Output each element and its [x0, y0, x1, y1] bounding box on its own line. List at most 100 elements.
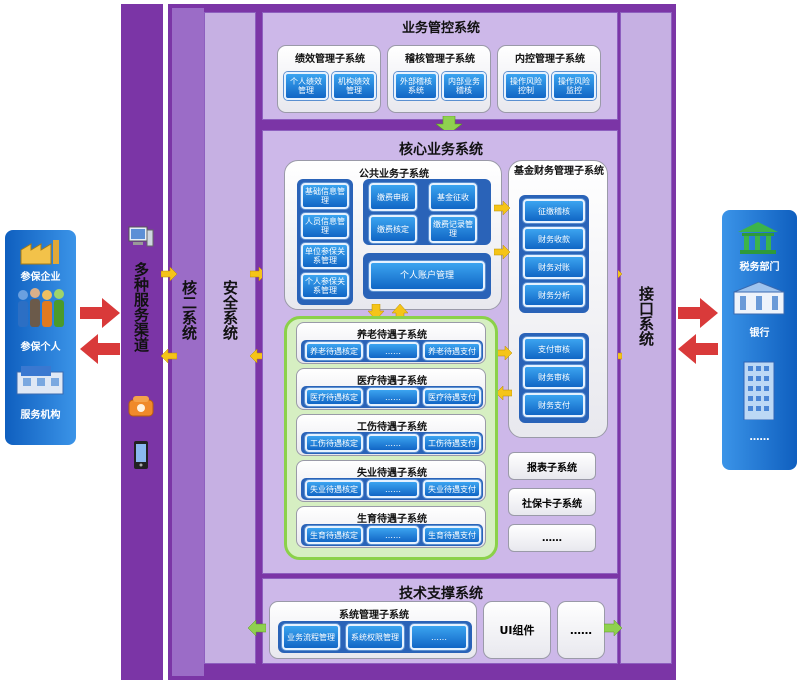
finance-reconcile-button[interactable]: 财务对账 [523, 255, 585, 279]
external-audit-button[interactable]: 外部稽核系统 [394, 72, 438, 100]
core2-label: 核二系统 [180, 280, 198, 340]
pension-pay-button[interactable]: 养老待遇支付 [423, 342, 481, 360]
subsystem-title: 养老待遇子系统 [357, 330, 427, 341]
core-title: 核心业务系统 [399, 142, 483, 158]
payment-audit-button[interactable]: 支付审核 [523, 337, 585, 361]
business-control-system: 业务管控系统 绩效管理子系统 个人绩效管理 机构绩效管理 稽核管理子系统 外部稽… [262, 12, 618, 120]
left-arrow-icon [160, 348, 178, 364]
tech-more-box[interactable]: …… [557, 601, 605, 659]
maternity-verify-button[interactable]: 生育待遇核定 [305, 526, 363, 544]
maternity-benefit-subsystem: 生育待遇子系统生育待遇核定……生育待遇支付 [296, 506, 486, 548]
injury-more-button[interactable]: …… [367, 434, 419, 452]
left-arrow-icon [247, 619, 267, 637]
pension-verify-button[interactable]: 养老待遇核定 [305, 342, 363, 360]
maternity-pay-button[interactable]: 生育待遇支付 [423, 526, 481, 544]
business-control-title: 业务管控系统 [401, 21, 480, 36]
unit-insurance-button[interactable]: 单位参保关系管理 [301, 243, 349, 269]
risk-monitor-button[interactable]: 操作风险监控 [552, 72, 596, 100]
left-item-label-1: 参保个人 [20, 342, 61, 353]
payment-record-button[interactable]: 缴费记录管理 [429, 215, 477, 243]
unemployment-verify-button[interactable]: 失业待遇核定 [305, 480, 363, 498]
payment-declare-button[interactable]: 缴费申报 [369, 183, 417, 211]
right-item-label-1: 银行 [749, 328, 770, 339]
interface-label: 接口系统 [637, 286, 655, 346]
left-entities-panel: 参保企业 参保个人 服务机构 [5, 230, 76, 445]
medical-verify-button[interactable]: 医疗待遇核定 [305, 388, 363, 406]
security-column [204, 12, 256, 664]
subsystem-title: 工伤待遇子系统 [357, 422, 427, 433]
left-item-label-2: 服务机构 [20, 410, 61, 421]
right-arrow-icon [493, 244, 511, 260]
finance-review-button[interactable]: 财务审核 [523, 365, 585, 389]
fund-finance-subsystem: 基金财务管理子系统 征缴稽核 财务收款 财务对账 财务分析 支付审核 财务审核 … [508, 160, 608, 438]
personal-performance-button[interactable]: 个人绩效管理 [284, 72, 328, 100]
left-arrow-icon [495, 385, 513, 401]
subsystem-title: 基金财务管理子系统 [514, 166, 604, 177]
service-channel-column [121, 4, 163, 680]
report-subsystem[interactable]: 报表子系统 [508, 452, 596, 480]
subsystem-title: 生育待遇子系统 [357, 514, 427, 525]
medical-pay-button[interactable]: 医疗待遇支付 [423, 388, 481, 406]
injury-benefit-subsystem: 工伤待遇子系统工伤待遇核定……工伤待遇支付 [296, 414, 486, 456]
sys-more-button[interactable]: …… [410, 624, 468, 650]
risk-control-button[interactable]: 操作风险控制 [504, 72, 548, 100]
org-performance-button[interactable]: 机构绩效管理 [332, 72, 376, 100]
payment-verify-button[interactable]: 缴费核定 [369, 215, 417, 243]
permission-mgmt-button[interactable]: 系统权限管理 [346, 624, 404, 650]
bank-building-icon [732, 280, 786, 316]
right-entities-panel: 税务部门 银行 …… [722, 210, 797, 470]
fund-collect-button[interactable]: 基金征收 [429, 183, 477, 211]
core2-column [172, 8, 204, 676]
performance-subsystem: 绩效管理子系统 个人绩效管理 机构绩效管理 [277, 45, 381, 113]
unemployment-benefit-subsystem: 失业待遇子系统失业待遇核定……失业待遇支付 [296, 460, 486, 502]
more-subsystem[interactable]: …… [508, 524, 596, 552]
unemployment-more-button[interactable]: …… [367, 480, 419, 498]
personal-account-button[interactable]: 个人账户管理 [369, 261, 485, 291]
right-item-label-0: 税务部门 [739, 262, 780, 273]
phone-icon [127, 394, 155, 418]
subsystem-title: 绩效管理子系统 [295, 54, 365, 65]
computer-icon [127, 226, 155, 248]
interface-column [620, 12, 672, 664]
subsystem-title: 公共业务子系统 [359, 169, 429, 180]
medical-benefit-subsystem: 医疗待遇子系统医疗待遇核定……医疗待遇支付 [296, 368, 486, 410]
internal-audit-button[interactable]: 内部业务稽核 [442, 72, 486, 100]
right-arrow-icon [603, 619, 623, 637]
left-item-label-0: 参保企业 [20, 272, 61, 283]
collection-audit-button[interactable]: 征缴稽核 [523, 199, 585, 223]
right-arrow-icon [80, 298, 120, 328]
subsystem-title: 医疗待遇子系统 [357, 376, 427, 387]
people-icon [13, 287, 69, 329]
right-arrow-icon [160, 266, 178, 282]
right-arrow-icon [678, 298, 718, 328]
public-business-subsystem: 公共业务子系统 基础信息管理 人员信息管理 单位参保关系管理 个人参保关系管理 … [284, 160, 502, 310]
personal-insurance-button[interactable]: 个人参保关系管理 [301, 273, 349, 299]
pension-benefit-subsystem: 养老待遇子系统养老待遇核定……养老待遇支付 [296, 322, 486, 364]
down-arrow-icon [435, 115, 463, 135]
pension-more-button[interactable]: …… [367, 342, 419, 360]
injury-verify-button[interactable]: 工伤待遇核定 [305, 434, 363, 452]
tech-support-system: 技术支撑系统 系统管理子系统 业务流程管理 系统权限管理 …… UI组件 …… [262, 578, 618, 664]
system-mgmt-subsystem: 系统管理子系统 业务流程管理 系统权限管理 …… [269, 601, 477, 659]
person-info-button[interactable]: 人员信息管理 [301, 213, 349, 239]
social-card-subsystem[interactable]: 社保卡子系统 [508, 488, 596, 516]
building-icon [15, 362, 67, 396]
security-label: 安全系统 [221, 280, 239, 340]
right-arrow-icon [495, 345, 513, 361]
finance-receive-button[interactable]: 财务收款 [523, 227, 585, 251]
maternity-more-button[interactable]: …… [367, 526, 419, 544]
subsystem-title: 内控管理子系统 [515, 54, 585, 65]
audit-subsystem: 稽核管理子系统 外部稽核系统 内部业务稽核 [387, 45, 491, 113]
medical-more-button[interactable]: …… [367, 388, 419, 406]
finance-pay-button[interactable]: 财务支付 [523, 393, 585, 417]
subsystem-title: 系统管理子系统 [339, 610, 409, 621]
injury-pay-button[interactable]: 工伤待遇支付 [423, 434, 481, 452]
unemployment-pay-button[interactable]: 失业待遇支付 [423, 480, 481, 498]
internal-control-subsystem: 内控管理子系统 操作风险控制 操作风险监控 [497, 45, 601, 113]
process-mgmt-button[interactable]: 业务流程管理 [282, 624, 340, 650]
finance-analysis-button[interactable]: 财务分析 [523, 283, 585, 307]
mobile-icon [133, 440, 149, 470]
left-arrow-icon [80, 334, 120, 364]
ui-component-box[interactable]: UI组件 [483, 601, 551, 659]
base-info-button[interactable]: 基础信息管理 [301, 183, 349, 209]
